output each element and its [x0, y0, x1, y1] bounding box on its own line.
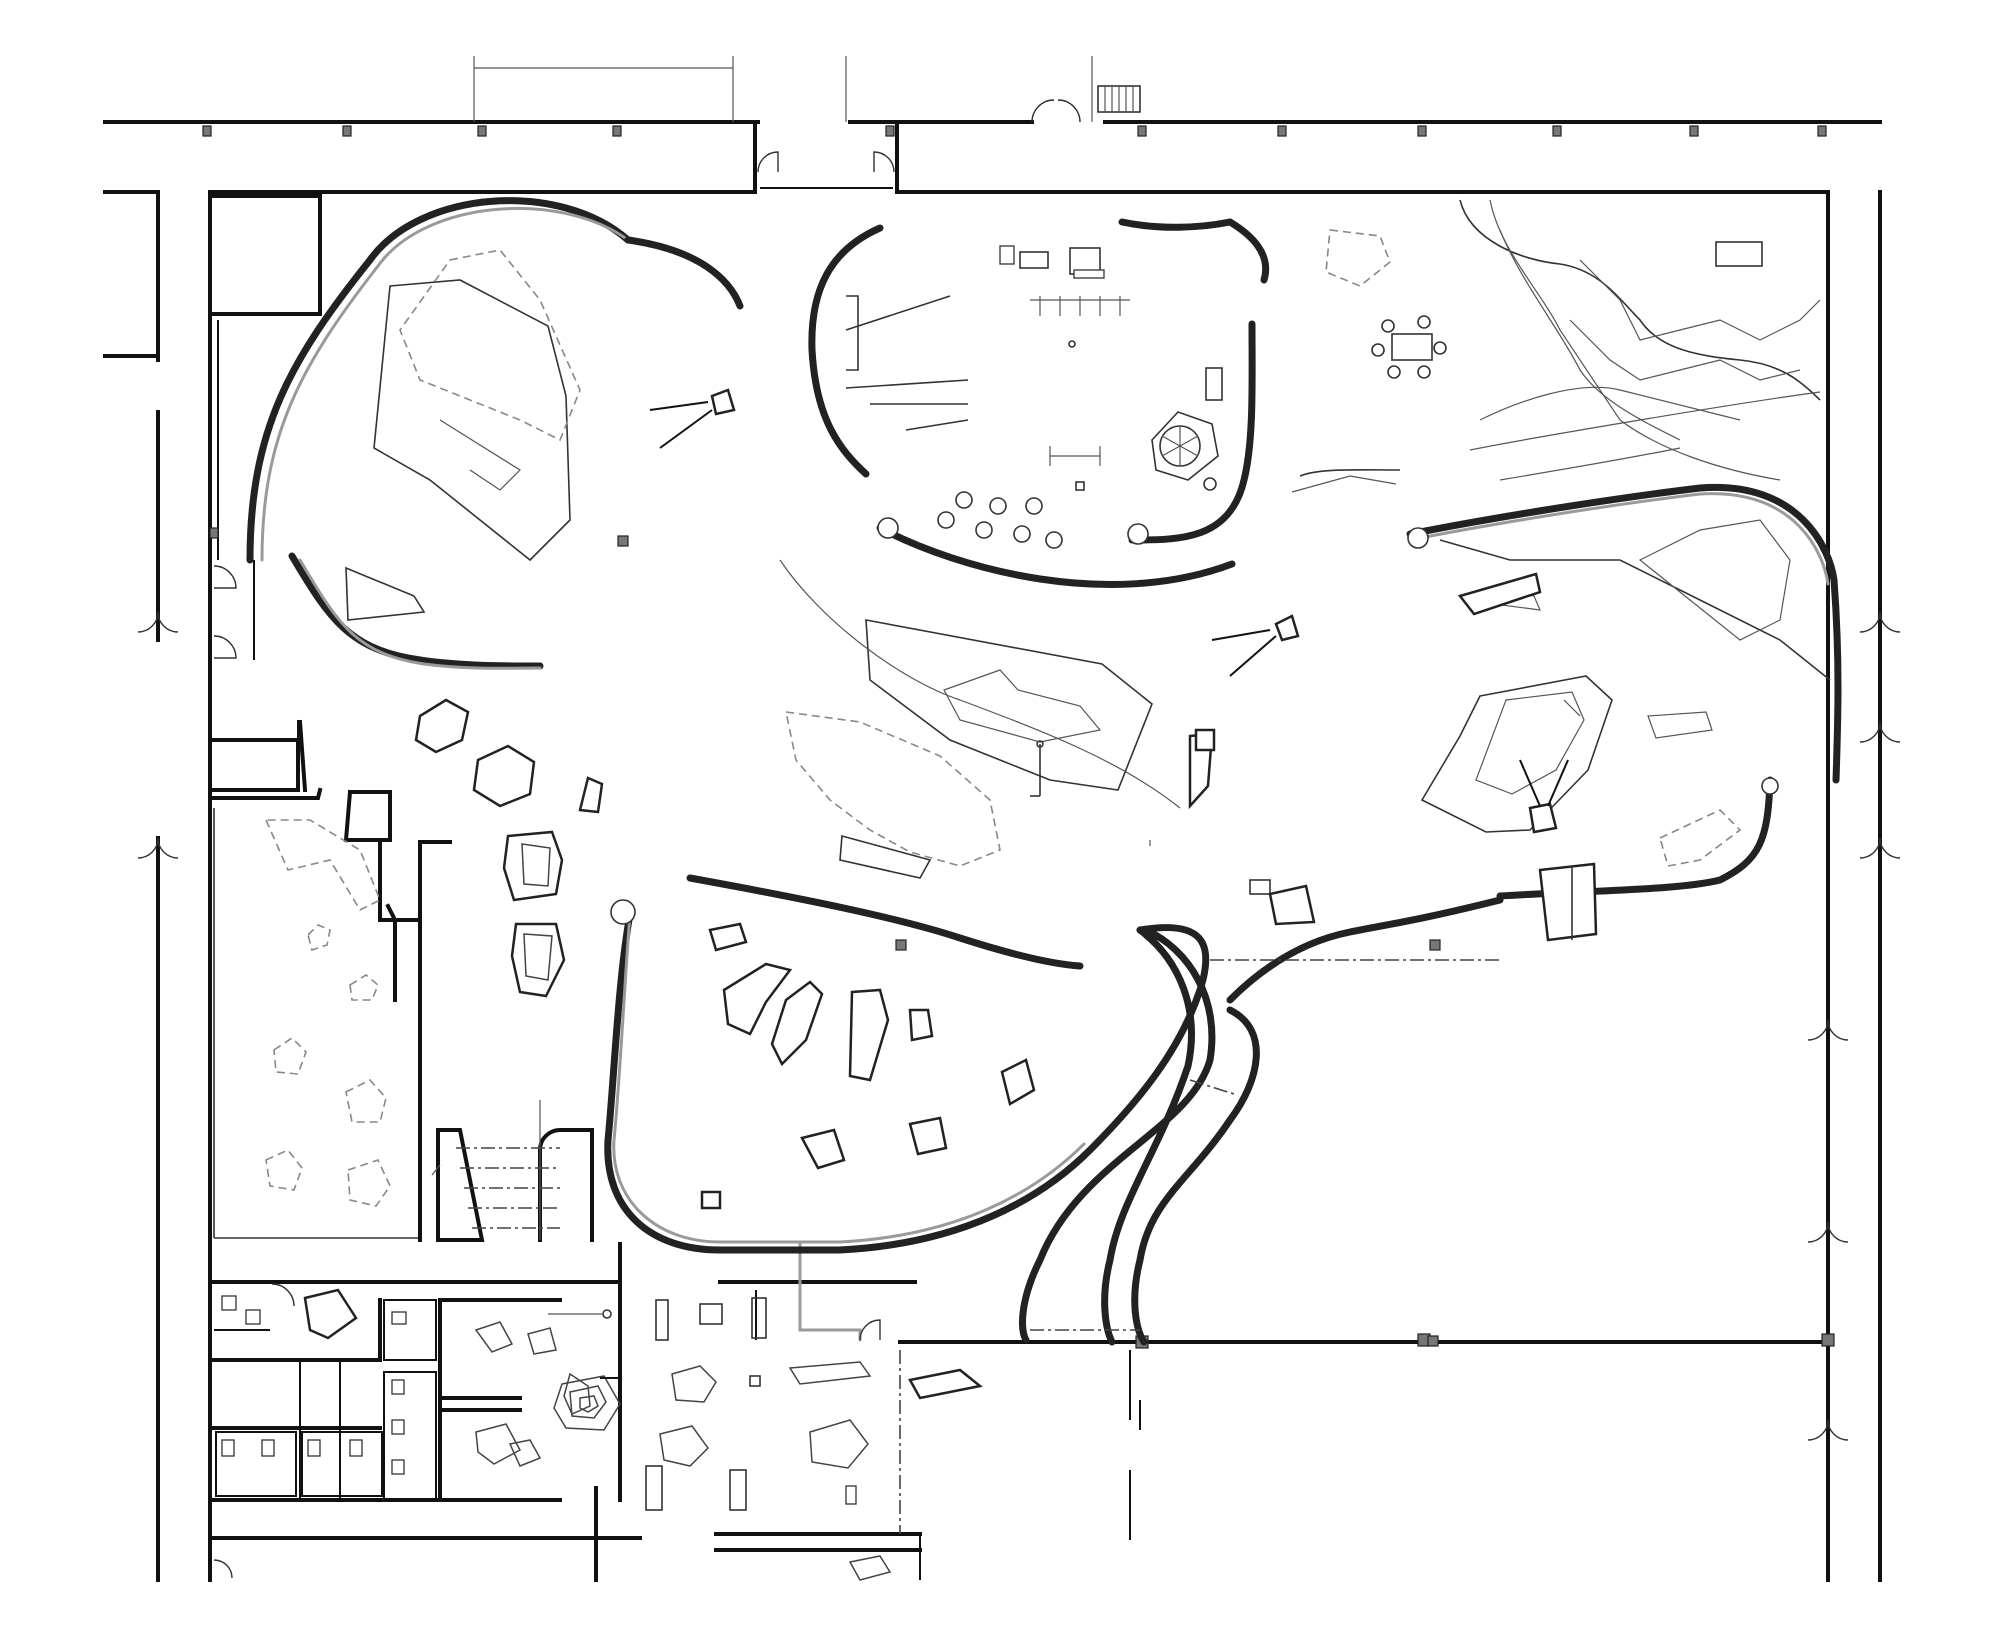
exterior-walls: [103, 56, 1901, 1582]
shop-area: [548, 1242, 983, 1582]
exhibit-outlines: [345, 199, 1831, 901]
left-gallery-room: [212, 787, 452, 1242]
markers: [1030, 740, 1439, 1430]
lower-right-hall: [898, 1333, 1835, 1540]
left-service-rooms: [208, 194, 322, 793]
stair-block: [431, 1100, 594, 1242]
restroom-block: [208, 1280, 642, 1582]
top-center-gallery: [845, 245, 1397, 549]
exhibit-curved-walls: [246, 197, 1842, 1346]
kiosks: [414, 388, 1598, 1210]
